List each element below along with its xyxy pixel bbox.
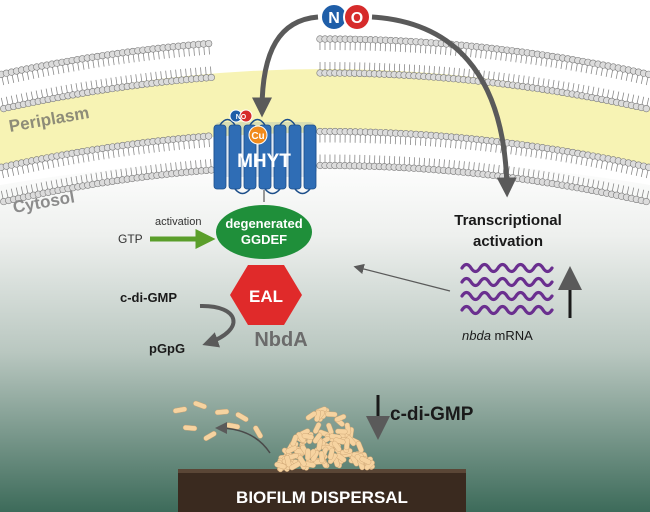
dispersal-arrow xyxy=(215,422,271,454)
eal-domain: EAL xyxy=(230,265,302,325)
mrna-label-suffix: mRNA xyxy=(491,328,533,343)
ligand-no: NO xyxy=(229,109,253,123)
biofilm-cells xyxy=(274,406,375,473)
ligand-no-label: NO xyxy=(236,114,247,121)
biofilm-cell xyxy=(301,433,315,440)
inner-membrane xyxy=(0,127,650,206)
ggdef-domain: degenerated GGDEF xyxy=(216,205,312,259)
mrna-strand xyxy=(460,262,554,274)
biofilm-cell xyxy=(274,461,287,470)
biofilm-cell xyxy=(304,448,311,461)
no-molecule-o: O xyxy=(351,10,363,27)
no-molecule-n: N xyxy=(328,10,340,27)
transcription-label-line2: activation xyxy=(473,233,543,250)
gtp-label: GTP xyxy=(118,232,143,246)
membranes xyxy=(0,35,650,206)
biofilm-cell xyxy=(327,447,335,460)
arrow-no-to-mhyt xyxy=(252,14,319,118)
released-cell xyxy=(253,425,263,439)
ligand-cu: Cu xyxy=(248,125,268,145)
hydrolysis-arrow xyxy=(199,303,236,348)
biofilm-cell xyxy=(285,445,298,454)
biofilm-cell xyxy=(355,440,364,453)
released-cell xyxy=(193,400,207,410)
biofilm-cell xyxy=(335,428,348,435)
no-molecule: N O xyxy=(320,3,371,31)
mhyt-helices xyxy=(213,118,317,195)
ggdef-label-line2: GGDEF xyxy=(241,232,287,247)
biofilm-dispersal-label: BIOFILM DISPERSAL xyxy=(236,488,408,507)
biofilm-cell xyxy=(334,414,347,423)
mrna-label-gene: nbda xyxy=(462,328,491,343)
biofilm-cell xyxy=(297,455,307,467)
mhyt-helix xyxy=(303,124,317,190)
pgpg-product-label: pGpG xyxy=(149,341,185,356)
ligand-cu-label: Cu xyxy=(251,131,264,142)
nbda-mrna-strands xyxy=(460,262,554,316)
ggdef-label-line1: degenerated xyxy=(225,216,302,231)
activation-label: activation xyxy=(155,216,201,228)
cdigmp-substrate-label: c-di-GMP xyxy=(120,290,177,305)
released-cell xyxy=(214,408,230,416)
arrow-mrna-to-protein xyxy=(353,263,451,292)
biofilm-cell xyxy=(312,422,322,434)
mhyt-label: MHYT xyxy=(237,151,291,172)
biofilm-cell xyxy=(331,440,342,452)
released-cell xyxy=(182,424,198,432)
mrna-label: nbda mRNA xyxy=(462,328,533,343)
outer-membrane xyxy=(0,35,650,113)
cytosol-region xyxy=(0,157,650,512)
transcription-label-line1: Transcriptional xyxy=(454,212,562,229)
mrna-strand xyxy=(460,290,554,302)
biofilm-cell xyxy=(325,411,338,418)
mrna-strand xyxy=(460,304,554,316)
mrna-strand xyxy=(460,276,554,288)
eal-label: EAL xyxy=(249,287,283,306)
biofilm-cell xyxy=(305,411,317,421)
mhyt-helix xyxy=(213,124,227,190)
surface-platform xyxy=(178,469,466,512)
biofilm-cell xyxy=(318,450,325,464)
biofilm-cell xyxy=(290,434,299,447)
cdigmp-decrease-label: c-di-GMP xyxy=(390,404,474,425)
mhyt-domain: MHYT xyxy=(213,118,317,195)
released-cell xyxy=(235,412,249,422)
nbda-label: NbdA xyxy=(254,329,307,351)
released-cells xyxy=(172,400,263,441)
biofilm-cell xyxy=(312,432,323,444)
arrow-no-to-transcription xyxy=(371,14,517,198)
biofilm-cell xyxy=(359,456,372,465)
released-cell xyxy=(172,406,188,414)
